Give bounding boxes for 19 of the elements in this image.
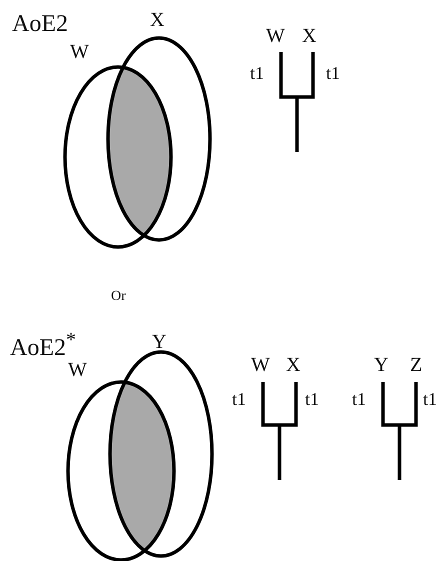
set-label: W (68, 360, 87, 380)
leaf-label: X (286, 355, 300, 375)
branch-length-label: t1 (305, 390, 320, 408)
branch-length-label: t1 (232, 390, 246, 408)
leaf-label: X (302, 26, 316, 46)
leaf-label: Z (410, 355, 422, 375)
branch-length-label: t1 (352, 390, 366, 408)
set-label: X (150, 10, 164, 30)
branch-length-label: t1 (250, 64, 264, 82)
diagram-heading: AoE2$^{*}$ (10, 330, 76, 360)
set-label: Y (152, 332, 166, 352)
branch-length-label: t1 (326, 64, 340, 82)
branch-length-label: t1 (423, 390, 438, 408)
leaf-label: W (266, 26, 285, 46)
leaf-label: Y (374, 355, 388, 375)
leaf-label: W (251, 355, 270, 375)
connector-word: Or (111, 290, 126, 304)
set-label: W (70, 42, 89, 62)
diagram-heading: AoE2 (12, 12, 68, 36)
